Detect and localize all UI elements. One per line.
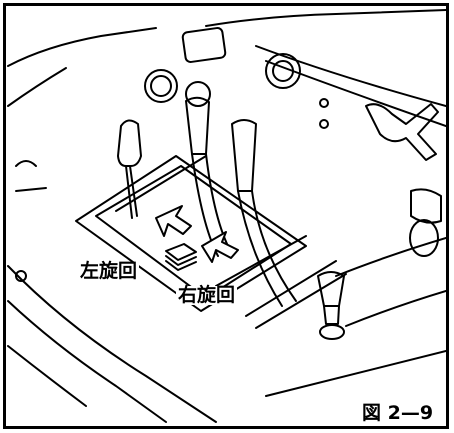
panel-mark: [15, 270, 27, 282]
travel-lever-left: [185, 96, 210, 155]
left-turn-arrow: [155, 205, 192, 237]
lever-base: [165, 255, 197, 266]
console-edge: [255, 45, 446, 107]
panel-mark: [15, 160, 37, 167]
switch-plate: [181, 27, 227, 63]
console-edge: [265, 60, 446, 127]
key-switch: [365, 103, 439, 161]
figure-number: 図 2—9: [362, 402, 434, 424]
gauge: [185, 81, 211, 107]
gauge: [265, 53, 301, 89]
slot-plate: [75, 155, 307, 312]
slot-line: [255, 273, 347, 329]
console-edge: [7, 300, 167, 423]
gauge: [144, 69, 178, 103]
travel-lever-right: [251, 190, 297, 302]
gauge: [150, 75, 172, 97]
figure-frame: 左旋回 右旋回 図 2—9: [3, 3, 449, 429]
travel-lever-right: [237, 190, 283, 307]
right-turn-label: 右旋回: [176, 284, 238, 306]
panel-mark: [15, 187, 47, 192]
lever-base: [165, 243, 197, 261]
console-edge: [335, 237, 446, 277]
small-lever: [125, 165, 133, 219]
left-turn-label: 左旋回: [78, 260, 140, 282]
gauge: [272, 60, 294, 82]
indicator-lamp: [319, 119, 329, 129]
console-edge: [7, 265, 217, 423]
console-edge: [345, 290, 446, 327]
knob-lever: [317, 271, 345, 307]
knob-lever: [323, 305, 340, 325]
slot-line: [245, 260, 337, 317]
console-edge: [7, 345, 87, 407]
console-edge: [265, 350, 446, 397]
side-button: [410, 188, 442, 224]
small-lever: [129, 165, 138, 217]
right-turn-arrow: [201, 231, 239, 263]
side-button: [409, 219, 439, 257]
small-lever: [117, 119, 142, 167]
control-panel-drawing: [7, 9, 446, 423]
slot-line: [215, 235, 307, 287]
travel-lever-right: [231, 119, 257, 192]
console-edge: [7, 27, 157, 67]
console-edge: [205, 9, 446, 27]
lever-base: [165, 260, 197, 271]
console-edge: [7, 67, 67, 107]
indicator-lamp: [319, 98, 329, 108]
knob-lever: [319, 324, 345, 340]
